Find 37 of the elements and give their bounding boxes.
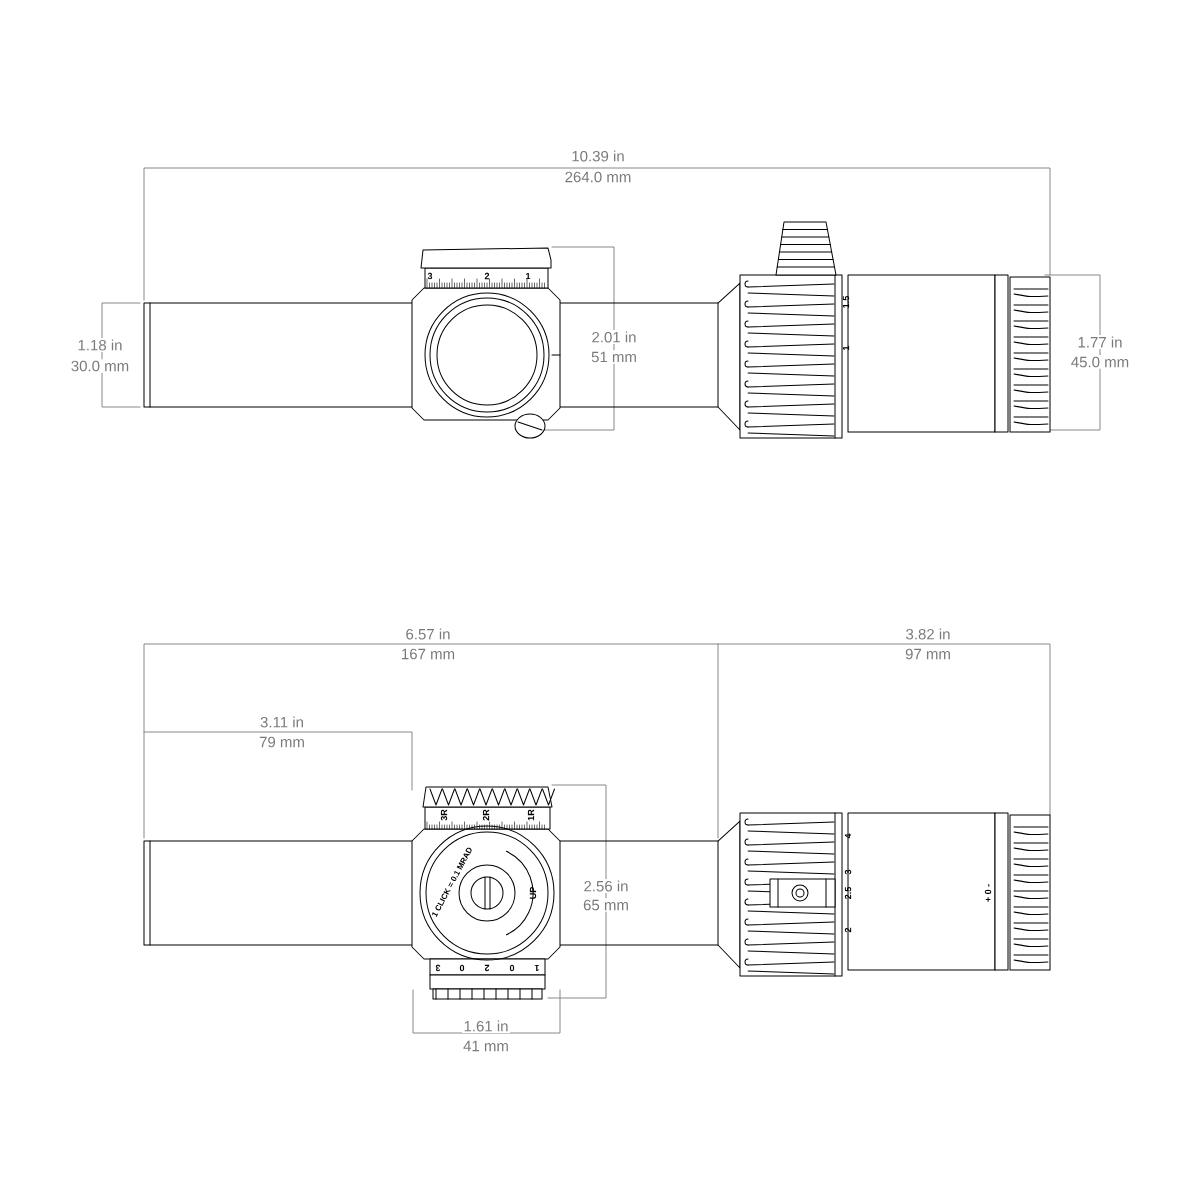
scale-mark: 1: [534, 964, 539, 972]
dimension-label: 10.39 in: [569, 149, 627, 163]
scale-mark: 2R: [482, 809, 490, 821]
dimension-label: 41 mm: [461, 1039, 511, 1053]
scale-mark: + 0 -: [984, 884, 992, 902]
dimension-label: 264.0 mm: [563, 170, 633, 184]
scale-mark: 2: [484, 964, 490, 972]
scale-mark: 2.5: [844, 887, 852, 899]
scale-mark: 1: [526, 272, 531, 280]
scale-mark: 0: [459, 964, 465, 972]
scale-mark: 1: [842, 345, 850, 350]
scale-mark: 1R: [527, 809, 535, 821]
dimension-label: 30.0 mm: [69, 359, 131, 373]
scale-mark: 0: [509, 964, 515, 972]
scale-mark: 3: [844, 869, 852, 875]
scale-mark: 1.5: [842, 296, 850, 308]
dimension-label: 167 mm: [399, 647, 457, 661]
dimension-label: 45.0 mm: [1069, 355, 1131, 369]
dimension-label: 2.01 in: [590, 330, 639, 344]
dimension-label: 79 mm: [257, 735, 307, 749]
dimension-label: 65 mm: [581, 898, 631, 912]
scale-mark: UP: [529, 887, 537, 899]
dimension-label: 1.61 in: [462, 1019, 511, 1033]
scale-mark: 2: [484, 272, 490, 280]
dimension-label: 97 mm: [903, 647, 953, 661]
scale-mark: 4: [844, 833, 852, 839]
dimension-label: 3.82 in: [904, 627, 953, 641]
dimension-label: 6.57 in: [404, 627, 452, 641]
dimension-label: 51 mm: [589, 350, 639, 364]
scale-mark: 3R: [440, 809, 448, 821]
scale-mark: 3: [435, 964, 441, 972]
dimension-label: 1.77 in: [1076, 335, 1125, 349]
dimension-label: 2.56 in: [582, 879, 630, 893]
scale-mark: 3: [427, 272, 433, 280]
dimension-label: 1.18 in: [76, 338, 124, 352]
scale-mark: 2: [844, 927, 852, 933]
dimension-label: 3.11 in: [258, 715, 306, 729]
